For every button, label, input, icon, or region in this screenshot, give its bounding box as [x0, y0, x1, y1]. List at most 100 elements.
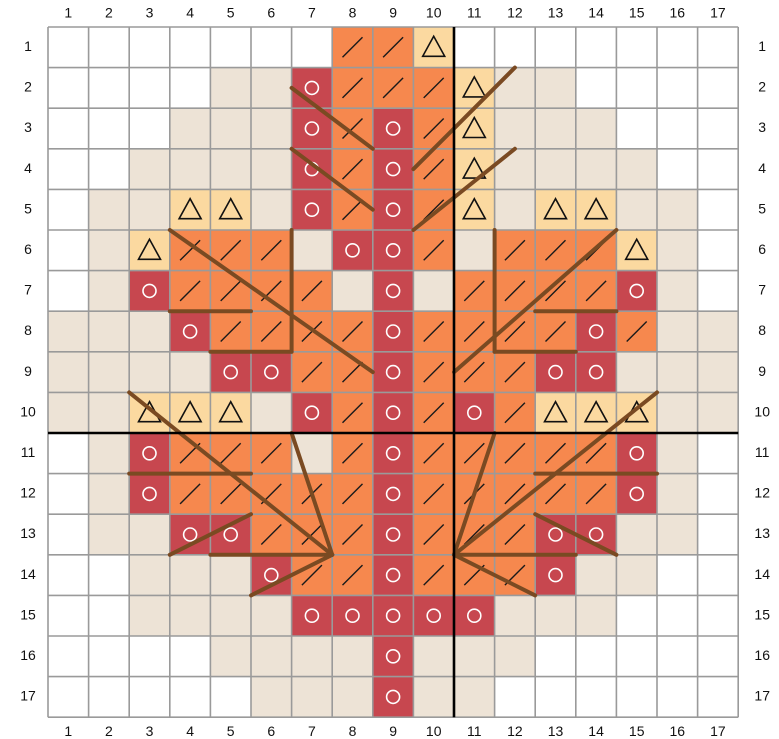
grid-cell	[698, 392, 739, 433]
grid-cell	[48, 433, 89, 474]
grid-cell	[89, 474, 130, 515]
grid-cell	[129, 636, 170, 677]
grid-cell	[170, 595, 211, 636]
grid-cell	[170, 636, 211, 677]
row-label-left: 15	[20, 606, 36, 622]
grid-cell	[698, 230, 739, 271]
grid-cell	[251, 352, 292, 393]
grid-cell	[89, 595, 130, 636]
grid-cell	[495, 189, 536, 230]
grid-cell	[576, 636, 617, 677]
grid-cell	[170, 555, 211, 596]
grid-cell	[616, 474, 657, 515]
grid-cell	[657, 474, 698, 515]
grid-cell	[576, 514, 617, 555]
grid-cell	[657, 189, 698, 230]
grid-cell	[373, 392, 414, 433]
grid-cell	[535, 636, 576, 677]
grid-cell	[495, 636, 536, 677]
grid-cell	[576, 68, 617, 109]
grid-cell	[495, 677, 536, 718]
grid-cell	[616, 677, 657, 718]
grid-cell	[129, 311, 170, 352]
row-label-left: 9	[24, 363, 32, 379]
grid-cell	[89, 230, 130, 271]
grid-cell	[616, 514, 657, 555]
grid-cell	[251, 27, 292, 68]
row-label-left: 7	[24, 282, 32, 298]
grid-cell	[332, 677, 373, 718]
grid-cell	[698, 474, 739, 515]
grid-cell	[89, 27, 130, 68]
row-label-right: 17	[754, 688, 770, 704]
column-label-top: 11	[467, 5, 482, 21]
column-label-bottom: 11	[467, 723, 482, 739]
grid-cell	[48, 514, 89, 555]
grid-cell	[251, 595, 292, 636]
grid-cell	[89, 149, 130, 190]
column-label-bottom: 1	[64, 723, 72, 739]
column-label-top: 16	[670, 5, 686, 21]
grid-cell	[129, 595, 170, 636]
column-label-bottom: 16	[670, 723, 686, 739]
grid-cell	[129, 149, 170, 190]
grid-cell	[89, 636, 130, 677]
row-label-left: 10	[20, 403, 36, 419]
grid-cell	[698, 636, 739, 677]
grid-cell	[454, 27, 495, 68]
column-label-top: 9	[389, 5, 397, 21]
grid-cell	[535, 352, 576, 393]
column-label-bottom: 17	[710, 723, 726, 739]
row-label-left: 17	[20, 688, 36, 704]
grid-cell	[170, 189, 211, 230]
grid-cell	[657, 595, 698, 636]
grid-cell	[89, 108, 130, 149]
grid-cell	[48, 392, 89, 433]
grid-cell	[89, 271, 130, 312]
grid-cell	[576, 311, 617, 352]
column-label-top: 4	[186, 5, 194, 21]
column-label-bottom: 12	[507, 723, 523, 739]
grid-cell	[129, 108, 170, 149]
row-label-left: 8	[24, 322, 32, 338]
row-label-right: 7	[758, 282, 766, 298]
column-label-top: 5	[227, 5, 235, 21]
grid-cell	[698, 433, 739, 474]
grid-cell	[48, 230, 89, 271]
grid-cell	[332, 595, 373, 636]
grid-cell	[89, 677, 130, 718]
grid-cell	[698, 677, 739, 718]
row-label-left: 3	[24, 119, 32, 135]
grid-cell	[89, 555, 130, 596]
grid-cell	[657, 636, 698, 677]
row-label-right: 12	[754, 485, 770, 501]
grid-cell	[657, 514, 698, 555]
grid-cell	[48, 311, 89, 352]
grid-cell	[251, 149, 292, 190]
grid-cell	[535, 149, 576, 190]
column-label-bottom: 7	[308, 723, 316, 739]
row-label-right: 5	[758, 200, 766, 216]
row-label-right: 13	[754, 525, 770, 541]
grid-cell	[129, 352, 170, 393]
grid-cell	[657, 27, 698, 68]
grid-cell	[48, 27, 89, 68]
grid-cell	[170, 27, 211, 68]
grid-cell	[292, 677, 333, 718]
cell-layer	[48, 27, 738, 717]
grid-cell	[129, 555, 170, 596]
grid-cell	[170, 149, 211, 190]
grid-cell	[292, 392, 333, 433]
grid-cell	[535, 595, 576, 636]
column-label-top: 17	[710, 5, 726, 21]
grid-cell	[616, 352, 657, 393]
column-label-bottom: 4	[186, 723, 194, 739]
grid-cell	[616, 595, 657, 636]
grid-cell	[373, 149, 414, 190]
grid-cell	[373, 433, 414, 474]
grid-cell	[48, 595, 89, 636]
row-label-right: 11	[755, 444, 770, 460]
grid-cell	[698, 149, 739, 190]
grid-cell	[535, 555, 576, 596]
